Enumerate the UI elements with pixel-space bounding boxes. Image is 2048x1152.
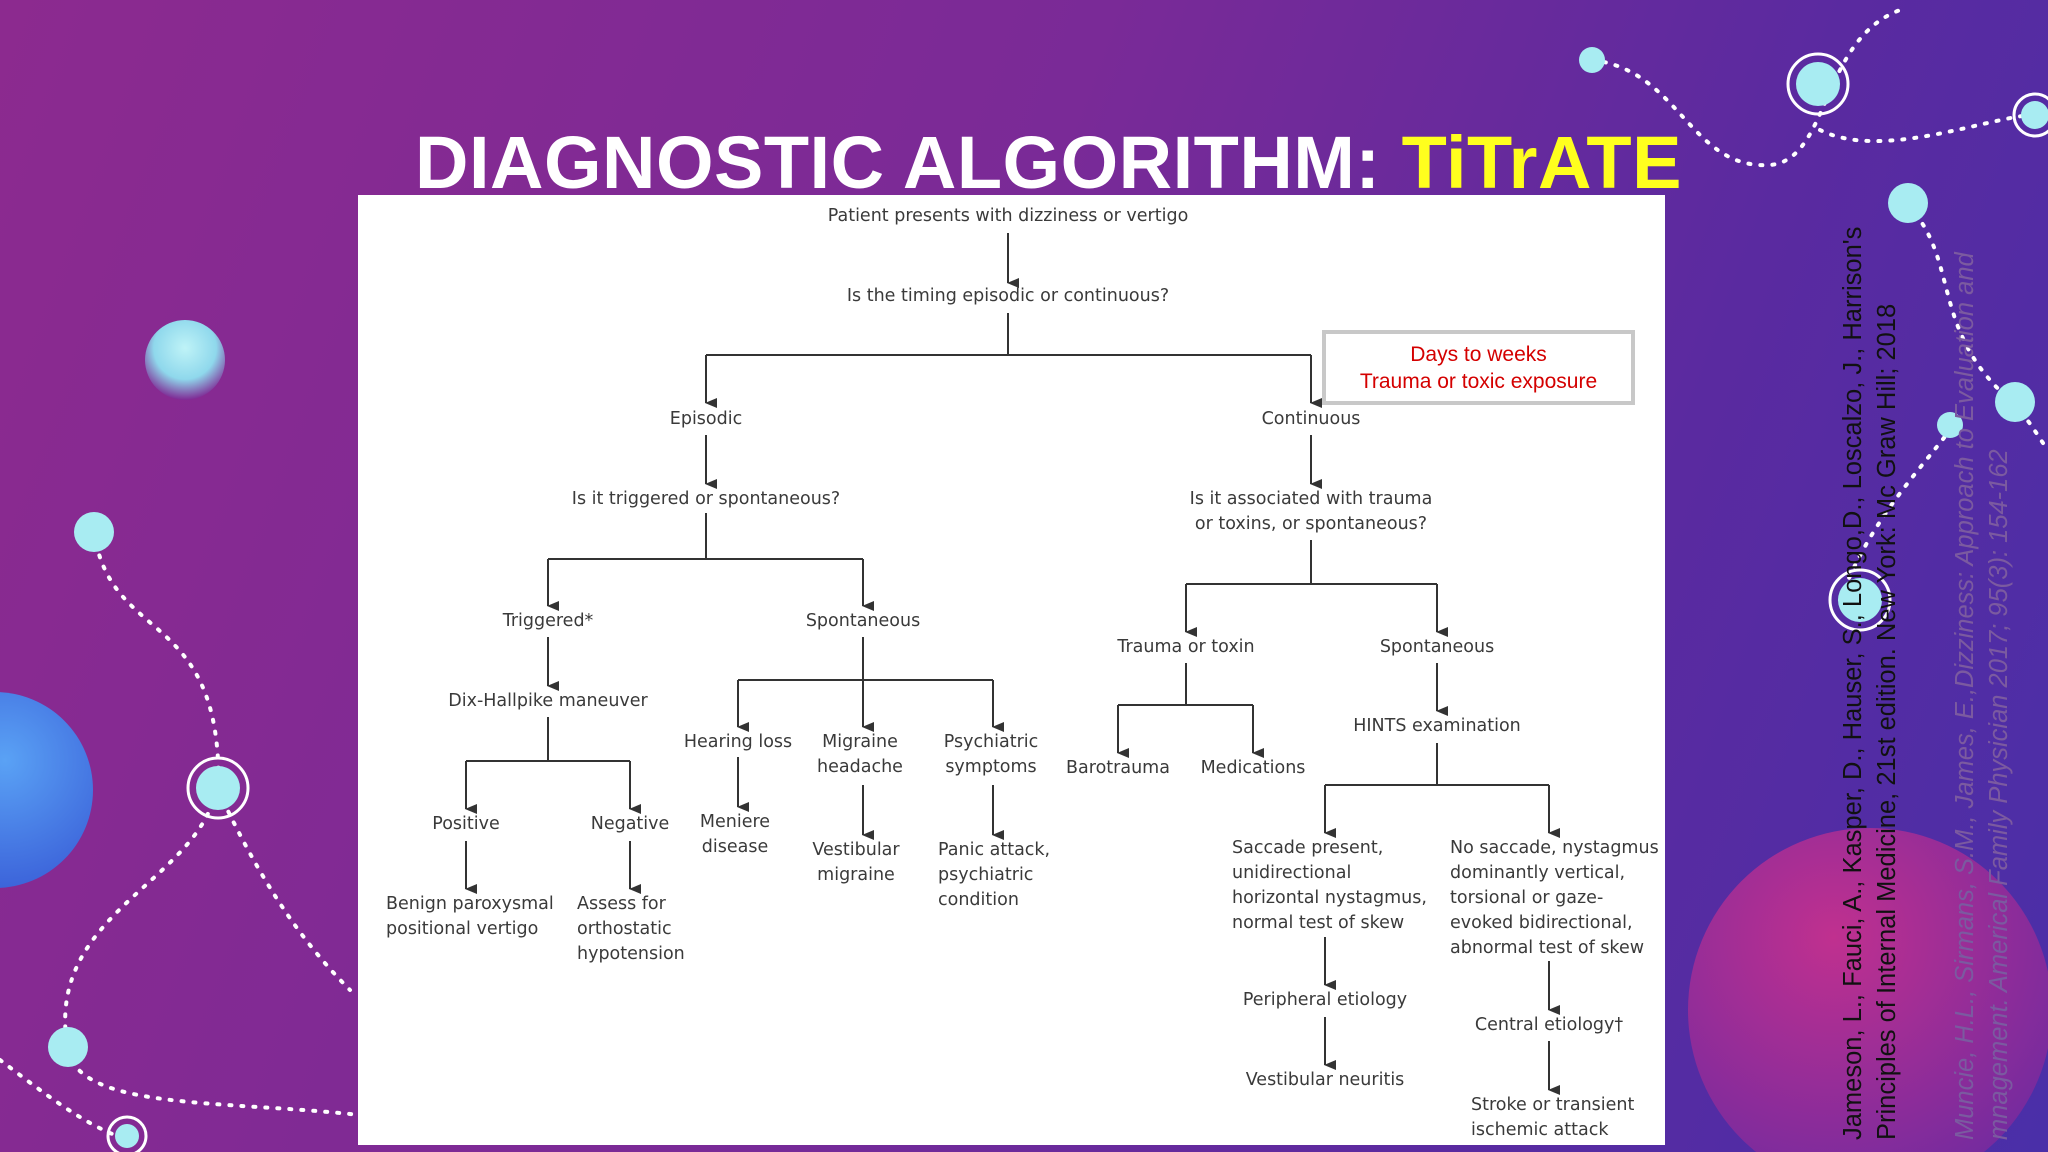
- node-saccade-present: Saccade present, unidirectional horizont…: [1232, 836, 1427, 936]
- deco-dot: [48, 1027, 88, 1067]
- node-no-saccade-line: No saccade, nystagmus: [1450, 838, 1659, 858]
- node-positive: Positive: [432, 814, 500, 834]
- node-meniere-line: disease: [701, 837, 769, 857]
- callout-line: Trauma or toxic exposure: [1359, 369, 1598, 393]
- deco-dotted-arc-bottom: [0, 1058, 132, 1142]
- deco-ring-dot: [106, 1115, 148, 1152]
- node-peripheral-etiology: Peripheral etiology: [1242, 990, 1408, 1010]
- deco-dot: [1579, 47, 1605, 73]
- node-trauma-question: Is it associated with trauma or toxins, …: [1190, 487, 1433, 537]
- deco-ball-left: [145, 320, 225, 400]
- node-episodic: Episodic: [669, 409, 743, 429]
- node-panic-attack-line: psychiatric: [938, 865, 1034, 885]
- citation-line: Principles of Internal Medicine, 21st ed…: [1873, 303, 1901, 1140]
- node-no-saccade-line: evoked bidirectional,: [1450, 913, 1633, 933]
- node-no-saccade-line: abnormal test of skew: [1450, 938, 1645, 958]
- node-no-saccade-line: torsional or gaze-: [1450, 888, 1604, 908]
- node-vestibular-migraine: Vestibular migraine: [812, 838, 899, 888]
- node-stroke-tia: Stroke or transient ischemic attack: [1471, 1093, 1634, 1143]
- node-meniere: Meniere disease: [700, 810, 770, 860]
- flowchart-panel: Patient presents with dizziness or verti…: [358, 195, 1665, 1145]
- node-dix-hallpike: Dix-Hallpike maneuver: [448, 691, 648, 711]
- node-vestibular-migraine-line: migraine: [817, 865, 895, 885]
- node-medications: Medications: [1200, 758, 1306, 778]
- node-negative: Negative: [590, 814, 670, 834]
- node-saccade-present-line: Saccade present,: [1232, 838, 1384, 858]
- citation-line: mnagement. Americal Family Physician 201…: [1985, 449, 2013, 1140]
- node-triggered: Triggered*: [502, 611, 594, 631]
- callout-continuous-note: Days to weeks Trauma or toxic exposure: [1322, 330, 1635, 405]
- deco-ring-dot: [186, 756, 250, 820]
- title-main: DIAGNOSTIC ALGORITHM:: [415, 121, 1402, 204]
- deco-ring-dot: [1786, 52, 1850, 116]
- node-saccade-present-line: normal test of skew: [1232, 913, 1405, 933]
- node-migraine-headache-line: Migraine: [822, 732, 898, 752]
- node-trauma-question-line: Is it associated with trauma: [1189, 489, 1433, 509]
- node-spontaneous-right: Spontaneous: [1379, 637, 1495, 657]
- slide-title: DIAGNOSTIC ALGORITHM: TiTrATE: [415, 118, 1682, 208]
- deco-dotted-arc-left-2: [216, 788, 352, 992]
- deco-dotted-arc-right-2: [1818, 113, 2032, 144]
- title-accent: TiTrATE: [1401, 121, 1682, 204]
- node-central-etiology: Central etiology†: [1474, 1015, 1624, 1035]
- node-vestibular-neuritis: Vestibular neuritis: [1245, 1070, 1405, 1090]
- node-orthostatic-line: Assess for: [577, 894, 666, 914]
- callout-line: Days to weeks: [1410, 342, 1547, 366]
- node-panic-attack: Panic attack, psychiatric condition: [938, 838, 1050, 913]
- deco-dot: [74, 512, 114, 552]
- node-bppv-line: Benign paroxysmal: [386, 894, 554, 914]
- deco-dotted-arc-left: [63, 530, 362, 1117]
- node-saccade-present-line: unidirectional: [1232, 863, 1352, 883]
- node-orthostatic-line: orthostatic: [577, 919, 672, 939]
- flowchart-connectors: [465, 233, 1560, 1095]
- node-panic-attack-line: Panic attack,: [938, 840, 1051, 860]
- node-no-saccade-line: dominantly vertical,: [1450, 863, 1626, 883]
- node-psychiatric-symptoms: Psychiatric symptoms: [944, 730, 1039, 780]
- node-psychiatric-symptoms-line: symptoms: [945, 757, 1037, 777]
- node-trauma-toxin: Trauma or toxin: [1117, 637, 1255, 657]
- node-bppv-line: positional vertigo: [386, 919, 539, 939]
- node-stroke-tia-line: ischemic attack: [1471, 1120, 1609, 1140]
- node-orthostatic-line: hypotension: [577, 944, 685, 964]
- node-barotrauma: Barotrauma: [1066, 758, 1170, 778]
- node-continuous: Continuous: [1261, 409, 1361, 429]
- node-hints: HINTS examination: [1353, 716, 1521, 736]
- node-migraine-headache: Migraine headache: [817, 730, 903, 780]
- node-vestibular-migraine-line: Vestibular: [812, 840, 900, 860]
- deco-blue-blob: [0, 692, 93, 888]
- node-no-saccade: No saccade, nystagmus dominantly vertica…: [1450, 836, 1659, 961]
- node-timing-question: Is the timing episodic or continuous?: [846, 286, 1170, 306]
- node-spontaneous-left: Spontaneous: [805, 611, 921, 631]
- node-orthostatic: Assess for orthostatic hypotension: [577, 892, 685, 967]
- deco-dot: [1888, 183, 1928, 223]
- node-bppv: Benign paroxysmal positional vertigo: [386, 892, 554, 942]
- node-saccade-present-line: horizontal nystagmus,: [1232, 888, 1427, 908]
- node-root: Patient presents with dizziness or verti…: [827, 206, 1189, 226]
- citation-muncie: Muncie, H.L., Sirmans, S.M., James, E.,D…: [1948, 252, 2016, 1140]
- citation-line: Muncie, H.L., Sirmans, S.M., James, E.,D…: [1951, 252, 1979, 1140]
- citation-line: Jameson, L., Fauci, A., Kasper, D., Haus…: [1839, 226, 1867, 1140]
- citation-harrisons: Jameson, L., Fauci, A., Kasper, D., Haus…: [1836, 227, 1904, 1140]
- node-migraine-headache-line: headache: [817, 757, 903, 777]
- node-stroke-tia-line: Stroke or transient: [1471, 1095, 1635, 1115]
- node-hearing-loss: Hearing loss: [683, 732, 793, 752]
- node-trauma-question-line: or toxins, or spontaneous?: [1194, 514, 1428, 534]
- node-panic-attack-line: condition: [938, 890, 1019, 910]
- deco-ring-dot: [2012, 92, 2048, 138]
- node-meniere-line: Meniere: [699, 812, 771, 832]
- node-psychiatric-symptoms-line: Psychiatric: [943, 732, 1039, 752]
- node-triggered-question: Is it triggered or spontaneous?: [571, 489, 841, 509]
